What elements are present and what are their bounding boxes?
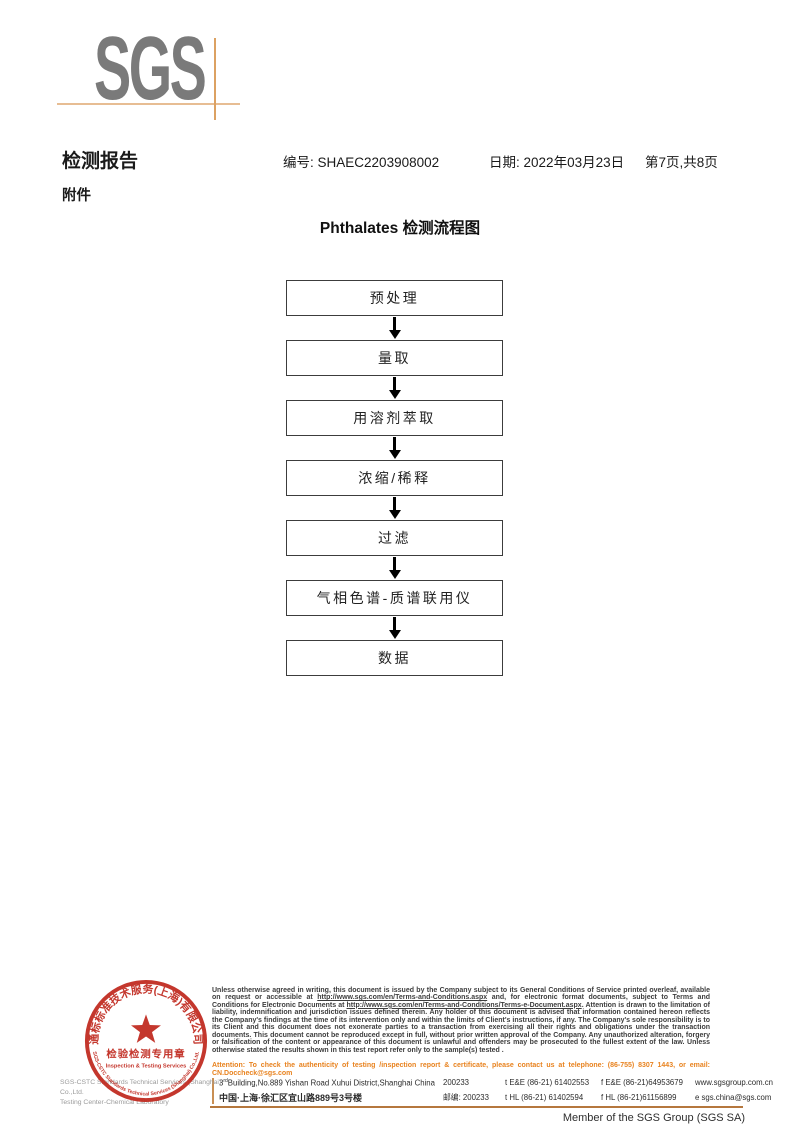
attention-notice: Attention: To check the authenticity of … [212, 1062, 710, 1077]
flow-arrow-icon [286, 317, 503, 341]
report-number-value: SHAEC2203908002 [317, 155, 440, 170]
footer-divider-line [210, 1106, 743, 1108]
lab-company-line1: SGS-CSTC Standards Technical Services (S… [60, 1079, 222, 1096]
address-en-sup: rd [223, 1078, 228, 1084]
flow-arrow-icon [286, 377, 503, 401]
address-en: 3rdBuilding,No.889 Yishan Road Xuhui Dis… [219, 1078, 443, 1088]
legal-text-part2: and, for electronic format documents, su… [212, 994, 711, 1009]
flow-arrow-icon [286, 497, 503, 521]
flow-step-data: 数据 [286, 640, 503, 676]
sgs-member-note: Member of the SGS Group (SGS SA) [562, 1112, 745, 1124]
address-en-number: 3 [219, 1078, 224, 1088]
flow-step-concentrate-dilute: 浓缩/稀释 [286, 460, 503, 496]
logo-vertical-line [214, 38, 216, 120]
logo-horizontal-line [57, 103, 240, 105]
seal-subtitle: Inspection & Testing Services [106, 1064, 187, 1070]
report-number-label: 编号: [283, 155, 314, 170]
sgs-logo: SGS [94, 19, 207, 119]
flow-step-pretreatment: 预处理 [286, 280, 503, 316]
flow-arrow-icon [286, 437, 503, 461]
postal-code-cn: 邮编: 200233 [443, 1092, 489, 1102]
flowchart-title: Phthalates 检测流程图 [319, 220, 481, 237]
terms-e-document-link[interactable]: http://www.sgs.com/en/Terms-and-Conditio… [346, 1001, 582, 1009]
flow-step-gcms: 气相色谱-质谱联用仪 [286, 580, 503, 616]
report-date: 日期: 2022年03月23日 [489, 151, 624, 171]
address-block: 3rdBuilding,No.889 Yishan Road Xuhui Dis… [212, 1078, 773, 1104]
seal-title: 检验检测专用章 [106, 1048, 185, 1061]
report-title: 检测报告 [62, 151, 139, 172]
report-date-label: 日期: [489, 155, 520, 170]
telephone-2: t HL (86-21) 61402594 [505, 1092, 584, 1102]
page-indicator: 第7页,共8页 [645, 155, 718, 170]
telephone-1: t E&E (86-21) 61402553 [505, 1078, 590, 1088]
legal-text-part1: Unless otherwise agreed in writing, this… [212, 987, 710, 1002]
terms-conditions-link[interactable]: http://www.sgs.com/en/Terms-and-Conditio… [317, 994, 488, 1002]
postal-code-en: 200233 [443, 1078, 470, 1088]
legal-text-part3: . Attention is drawn to the limitation o… [212, 1001, 710, 1054]
flow-step-filter: 过滤 [286, 520, 503, 556]
attachment-label: 附件 [62, 188, 91, 204]
report-date-value: 2022年03月23日 [523, 155, 625, 170]
fax-2: f HL (86-21)61156899 [601, 1092, 677, 1102]
email-link[interactable]: e sgs.china@sgs.com [695, 1092, 772, 1102]
flow-step-solvent-extraction: 用溶剂萃取 [286, 400, 503, 436]
seal-star-icon [131, 1014, 161, 1043]
address-cn: 中国·上海·徐汇区宜山路889号3号楼 [219, 1092, 363, 1103]
flow-arrow-icon [286, 557, 503, 581]
inspection-seal-stamp-icon: 通标标准技术服务(上海)有限公司 检验检测专用章 Inspection & Te… [84, 979, 208, 1103]
report-number: 编号: SHAEC2203908002 [283, 151, 439, 171]
lab-company-name: SGS-CSTC Standards Technical Services (S… [60, 1078, 245, 1108]
address-en-text: Building,No.889 Yishan Road Xuhui Distri… [227, 1078, 435, 1088]
legal-disclaimer: Unless otherwise agreed in writing, this… [212, 987, 710, 1054]
flow-arrow-icon [286, 617, 503, 641]
flow-step-measure: 量取 [286, 340, 503, 376]
fax-1: f E&E (86-21)64953679 [601, 1078, 683, 1088]
lab-company-line2: Testing Center-Chemical Laboratory [60, 1099, 169, 1106]
website-link[interactable]: www.sgsgroup.com.cn [695, 1078, 773, 1088]
